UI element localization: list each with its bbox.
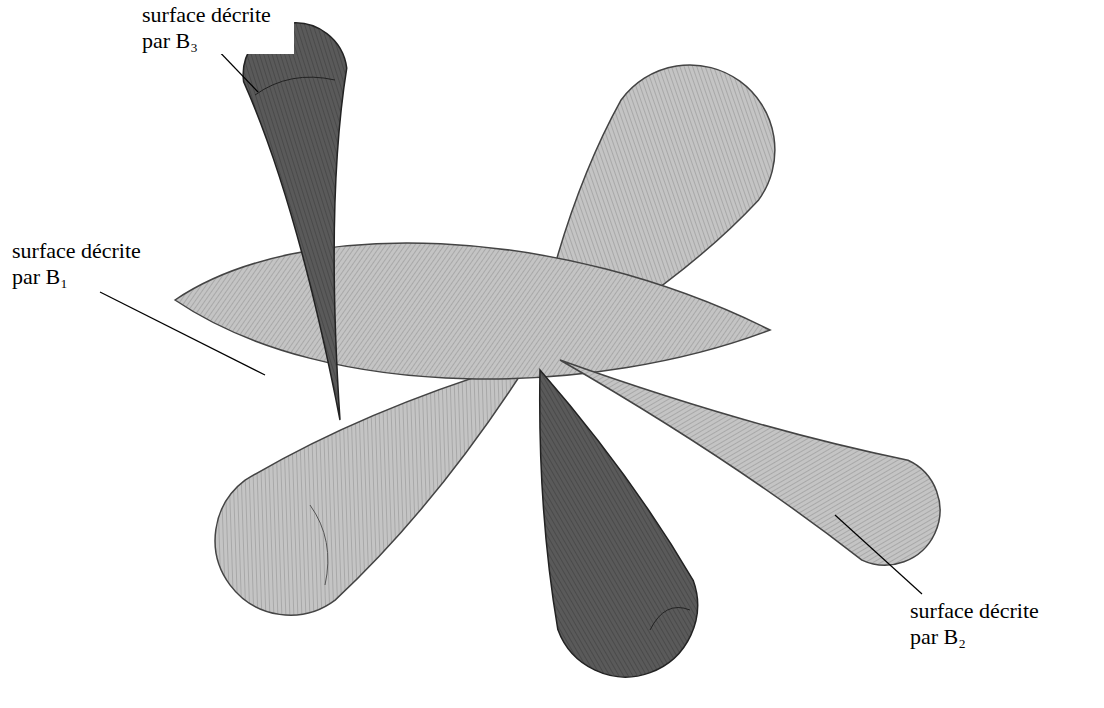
central-spindle: [175, 243, 770, 379]
surface-arc: [650, 608, 690, 631]
bottom-lobe: [472, 345, 717, 697]
surface-arc: [255, 77, 335, 95]
surface-arc: [310, 505, 328, 585]
leader-line: [100, 292, 265, 375]
leader-line: [835, 515, 922, 594]
callout-label: surface décrite par B₁: [10, 238, 164, 290]
callout-label: surface décrite par B₃: [140, 2, 294, 54]
callout-label: surface décrite par B₂: [908, 598, 1062, 650]
b3-lobe: [237, 17, 392, 427]
